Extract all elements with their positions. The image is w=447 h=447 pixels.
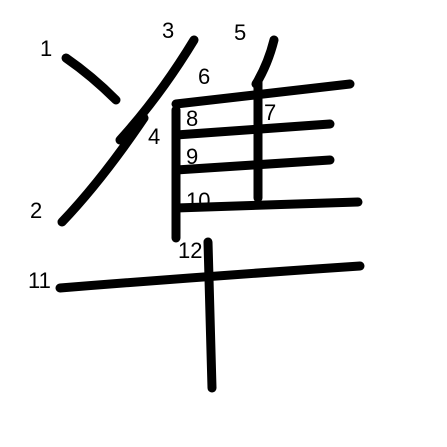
- stroke-8: [171, 119, 335, 140]
- stroke-3: [115, 35, 199, 145]
- stroke-number-3: 3: [162, 18, 174, 43]
- stroke-2: [57, 113, 149, 227]
- stroke-number-5: 5: [234, 20, 246, 45]
- stroke-12: [203, 237, 217, 393]
- stroke-number-9: 9: [186, 144, 198, 169]
- stroke-number-10: 10: [186, 188, 210, 213]
- stroke-number-12: 12: [178, 238, 202, 263]
- stroke-5: [251, 35, 279, 89]
- stroke-10: [171, 197, 363, 213]
- stroke-number-11: 11: [28, 268, 51, 293]
- stroke-number-1: 1: [40, 36, 52, 61]
- stroke-number-4: 4: [148, 124, 160, 149]
- stroke-number-2: 2: [30, 198, 42, 223]
- stroke-number-6: 6: [198, 64, 210, 89]
- stroke-1: [61, 53, 121, 105]
- stroke-number-8: 8: [186, 106, 198, 131]
- stroke-9: [171, 155, 335, 175]
- stroke-6: [171, 79, 355, 109]
- stroke-number-7: 7: [264, 100, 276, 125]
